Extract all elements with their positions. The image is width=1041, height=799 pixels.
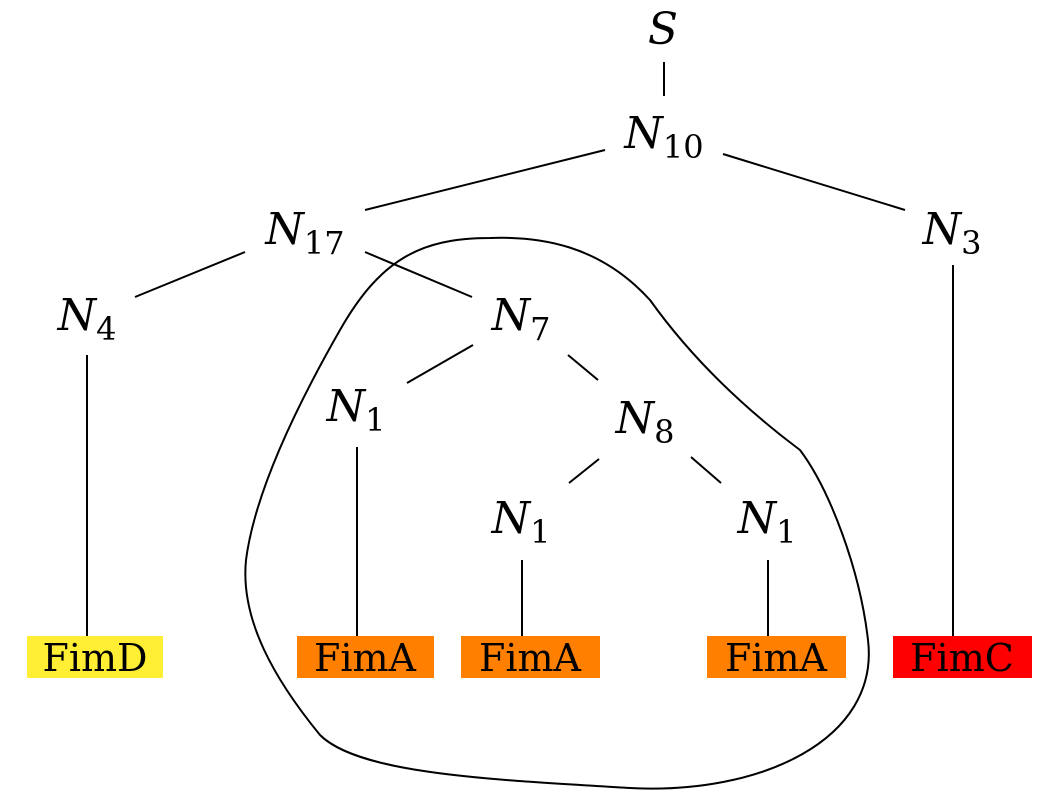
leaf-fima-2: FimA bbox=[461, 636, 600, 680]
subtree-highlight-outline bbox=[244, 236, 870, 790]
leaf-fima-3-label: FimA bbox=[725, 636, 828, 680]
edge-n17-n7 bbox=[364, 251, 473, 298]
edge-n10-n3 bbox=[722, 153, 906, 211]
leaf-fima-2-label: FimA bbox=[479, 636, 582, 680]
node-n1-left: N1 bbox=[326, 381, 386, 439]
leaf-fimc: FimC bbox=[893, 636, 1032, 680]
leaf-fimd-highlight bbox=[27, 636, 163, 678]
leaf-fima-1: FimA bbox=[297, 636, 434, 680]
node-n8: N8 bbox=[615, 393, 675, 451]
node-n10: N10 bbox=[623, 108, 703, 166]
leaf-fimc-label: FimC bbox=[910, 636, 1014, 680]
node-n4: N4 bbox=[57, 290, 117, 348]
leaf-fima-3-highlight bbox=[707, 636, 846, 678]
leaf-fima-1-label: FimA bbox=[314, 636, 417, 680]
leaf-fimc-highlight bbox=[893, 636, 1032, 678]
edge-n17-n4 bbox=[134, 251, 246, 298]
node-n1-right: N1 bbox=[737, 493, 797, 551]
node-n7: N7 bbox=[491, 290, 551, 348]
edge-n10-n17 bbox=[364, 149, 606, 211]
node-root: S bbox=[648, 4, 678, 55]
edge-n8-n1-mid bbox=[568, 458, 600, 484]
node-n1-mid: N1 bbox=[491, 493, 551, 551]
leaf-fima-3: FimA bbox=[707, 636, 846, 680]
node-n17: N17 bbox=[264, 204, 344, 262]
node-n3: N3 bbox=[922, 204, 982, 262]
leaf-fima-1-highlight bbox=[297, 636, 434, 678]
leaf-fimd-label: FimD bbox=[42, 636, 147, 680]
leaf-fimd: FimD bbox=[27, 636, 163, 680]
edge-n8-n1-right bbox=[690, 456, 722, 484]
edge-n7-n8 bbox=[567, 354, 599, 381]
edge-n7-n1-left bbox=[406, 344, 474, 384]
leaf-fima-2-highlight bbox=[461, 636, 600, 678]
